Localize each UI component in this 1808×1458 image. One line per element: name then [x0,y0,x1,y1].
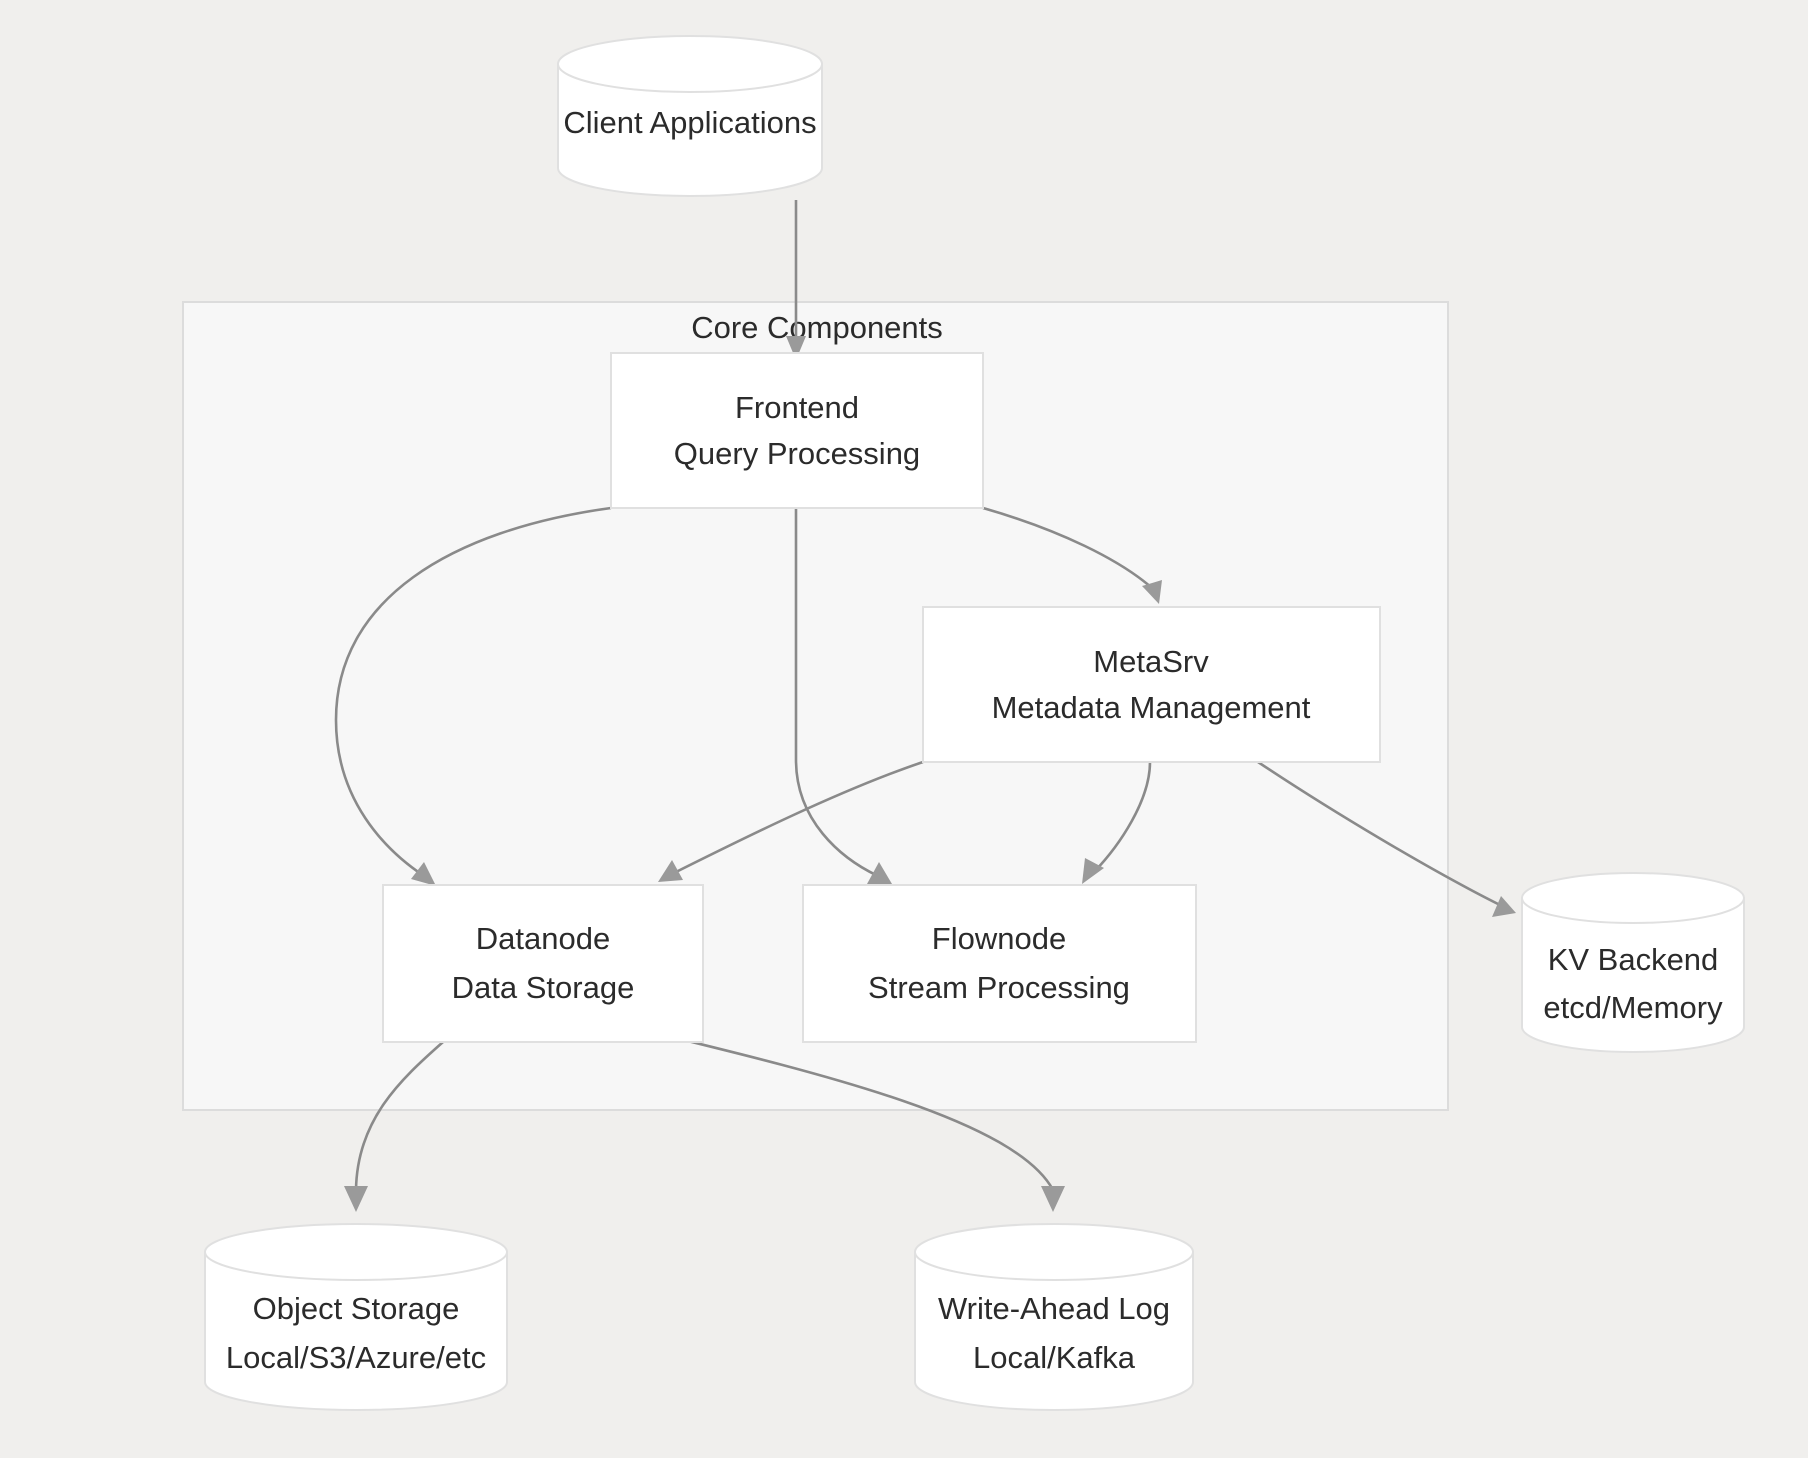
edge-metasrv-to-kv-backend-arrowhead [1492,896,1516,917]
edge-frontend-to-datanode-path [334,506,612,878]
node-flownode-rect [802,884,1197,1043]
node-object-storage[interactable]: Object Storage Local/S3/Azure/etc [204,1223,508,1411]
node-frontend-line2: Query Processing [674,436,920,471]
node-frontend-line1: Frontend [735,390,859,425]
node-metasrv-line2: Metadata Management [992,690,1311,725]
node-kv-backend-line2: etcd/Memory [1543,990,1723,1025]
node-kv-backend-top [1521,872,1745,924]
edge-datanode-to-object-storage [344,1041,444,1212]
node-write-ahead-log-line2: Local/Kafka [973,1340,1136,1375]
edge-frontend-to-datanode [334,506,612,886]
edge-metasrv-to-flownode-arrowhead [1082,858,1104,884]
edge-metasrv-to-datanode [658,760,924,882]
node-flownode[interactable]: Flownode Stream Processing [802,884,1197,1043]
cluster-core-components-label: Core Components [691,310,943,345]
node-kv-backend-body [1521,897,1745,1053]
node-client-applications-top [557,35,823,93]
node-flownode-line2: Stream Processing [868,970,1130,1005]
node-object-storage-body [204,1251,508,1411]
edge-metasrv-to-kv-backend [1257,760,1516,917]
edge-metasrv-to-flownode [1082,761,1152,884]
node-datanode-rect [382,884,704,1043]
node-write-ahead-log-top [914,1223,1194,1281]
edge-metasrv-to-flownode-path [1093,761,1152,873]
node-datanode-line1: Datanode [476,921,610,956]
node-client-applications[interactable]: Client Applications [557,35,823,197]
node-metasrv-rect [922,606,1381,763]
edge-metasrv-to-kv-backend-path [1257,760,1501,907]
edge-frontend-to-flownode-path [794,508,879,878]
node-frontend-rect [610,352,984,509]
node-client-applications-line1: Client Applications [563,105,816,140]
node-write-ahead-log-line1: Write-Ahead Log [938,1291,1170,1326]
edge-datanode-to-wal-arrowhead [1041,1186,1065,1212]
edge-frontend-to-metasrv-path [982,506,1153,589]
node-metasrv-line1: MetaSrv [1093,644,1209,679]
node-frontend[interactable]: Frontend Query Processing [610,352,984,509]
edge-frontend-to-flownode-arrowhead [867,862,892,884]
node-write-ahead-log[interactable]: Write-Ahead Log Local/Kafka [914,1223,1194,1411]
node-datanode[interactable]: Datanode Data Storage [382,884,704,1043]
node-object-storage-top [204,1223,508,1281]
node-kv-backend[interactable]: KV Backend etcd/Memory [1521,872,1745,1053]
edge-client-to-frontend-arrowhead [786,336,806,360]
node-flownode-line1: Flownode [932,921,1066,956]
node-metasrv[interactable]: MetaSrv Metadata Management [922,606,1381,763]
edge-client-to-frontend [786,200,806,360]
node-object-storage-line2: Local/S3/Azure/etc [226,1340,486,1375]
edge-datanode-to-object-storage-path [354,1041,444,1191]
node-kv-backend-line1: KV Backend [1548,942,1719,977]
node-object-storage-line1: Object Storage [253,1291,460,1326]
edge-layer [334,200,1516,1212]
edge-datanode-to-object-storage-arrowhead [344,1186,368,1212]
edge-frontend-to-datanode-arrowhead [411,862,436,886]
edge-frontend-to-metasrv-arrowhead [1142,580,1162,604]
edge-frontend-to-metasrv [982,506,1162,604]
edge-metasrv-to-datanode-path [671,760,924,876]
edge-frontend-to-flownode [794,508,892,884]
edge-metasrv-to-datanode-arrowhead [658,860,683,882]
node-datanode-line2: Data Storage [452,970,635,1005]
node-write-ahead-log-body [914,1251,1194,1411]
node-client-applications-body [557,63,823,197]
